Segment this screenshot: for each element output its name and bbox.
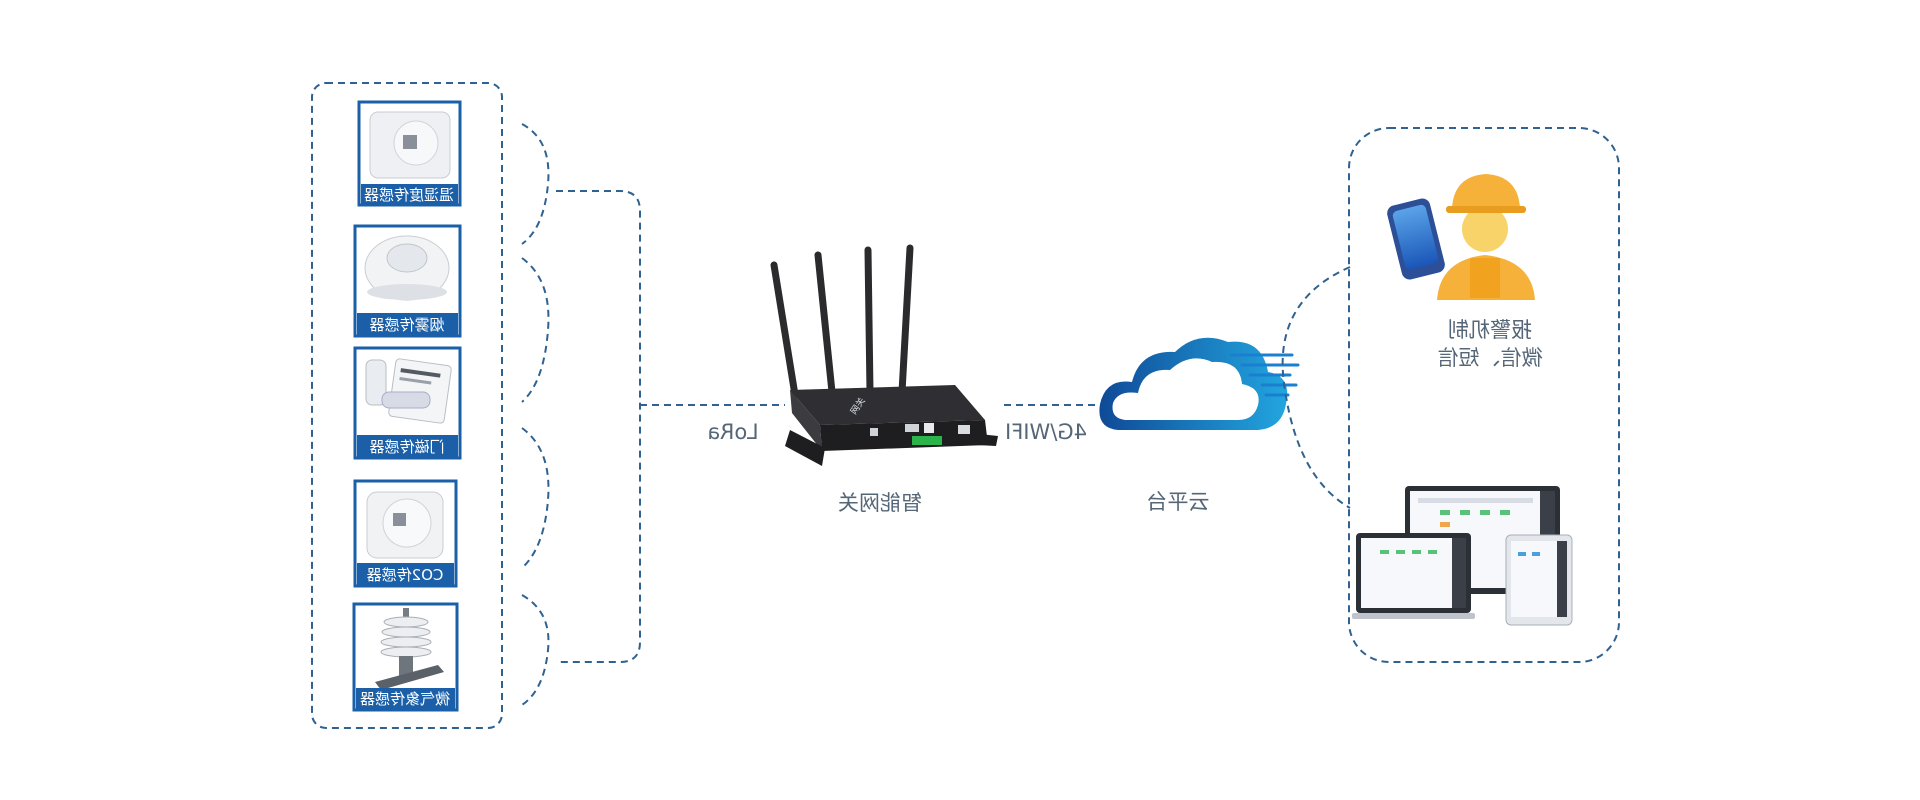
cloud-label: 云平台	[1147, 490, 1210, 514]
gateway-device: 网关	[770, 244, 998, 466]
lora-label: LoRa	[707, 420, 758, 444]
sensor-group-frame	[311, 82, 503, 729]
output-bracket	[1281, 266, 1351, 509]
alarm-line1: 报警机制	[1448, 318, 1532, 342]
sensor-label-temp-humidity: 温湿度传感器	[364, 186, 454, 204]
sensor-brackets	[521, 123, 785, 706]
worker-icon	[1387, 174, 1535, 300]
sensor-label-smoke: 烟雾传感器	[369, 316, 444, 334]
sensor-card-smoke: 烟雾传感器	[353, 224, 462, 338]
sensor-label-weather: 微气象传感器	[360, 690, 450, 708]
sensor-card-temp-humidity: 温湿度传感器	[357, 100, 462, 207]
devices-icon	[1352, 486, 1573, 626]
cloud-icon	[1099, 337, 1300, 430]
gateway-label: 智能网关	[838, 491, 922, 515]
sensor-label-door: 门磁传感器	[369, 438, 444, 456]
sensor-card-door: 门磁传感器	[353, 346, 462, 460]
alarm-line2: 微信、短信	[1438, 346, 1543, 370]
uplink-label: 4G/WIFI	[1005, 420, 1087, 444]
output-group-frame	[1348, 127, 1620, 663]
sensor-card-co2: CO2传感器	[353, 479, 458, 588]
sensor-card-weather: 微气象传感器	[352, 602, 459, 712]
sensor-label-co2: CO2传感器	[367, 566, 444, 584]
